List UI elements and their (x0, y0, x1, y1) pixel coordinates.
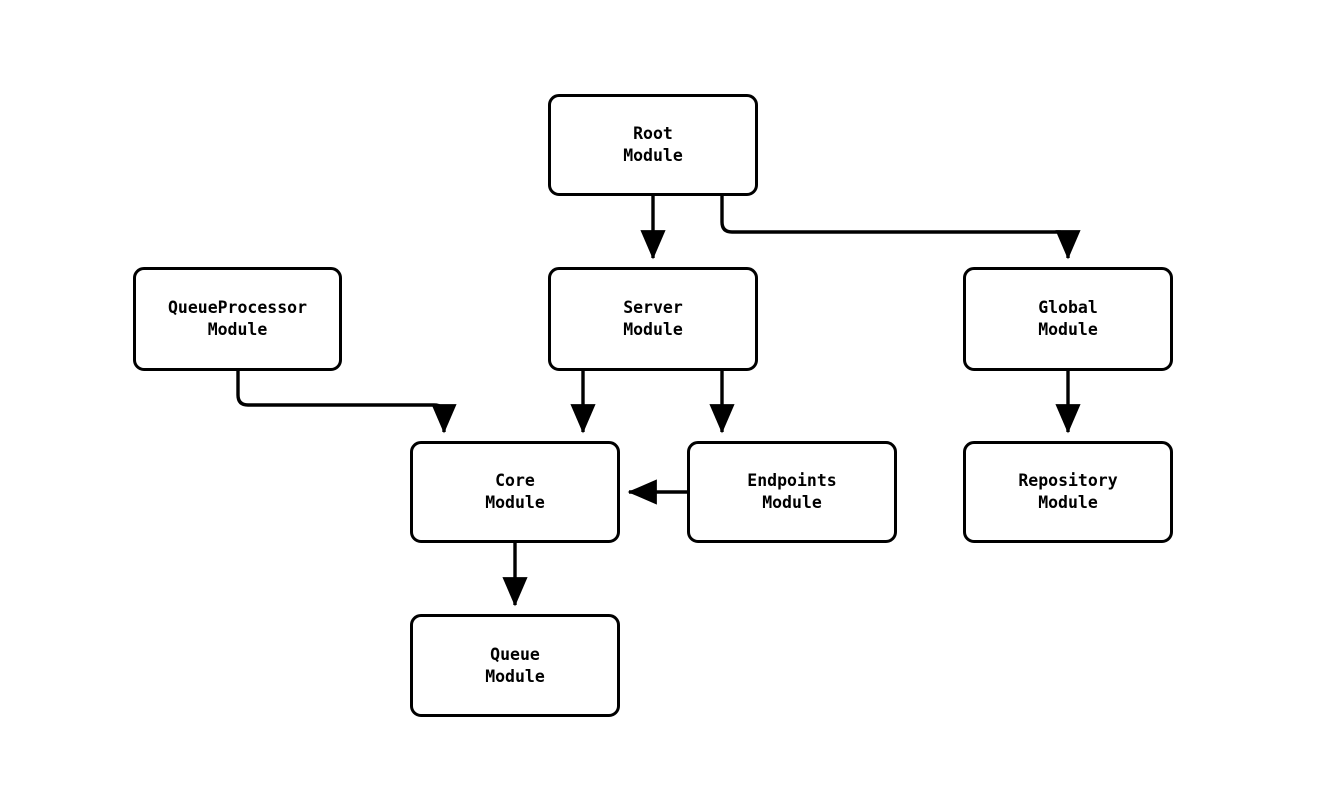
node-queue-title: Queue (490, 644, 540, 664)
edges-group (236, 196, 1081, 607)
node-server-subtitle: Module (623, 320, 683, 339)
edge-root-to-global (720, 196, 1081, 260)
node-core-title: Core (495, 471, 535, 490)
node-server-title: Server (623, 298, 683, 317)
node-queueprocessor-subtitle: Module (207, 320, 268, 339)
node-repository-subtitle: Module (1038, 493, 1098, 512)
edge-queueprocessor-to-core (236, 371, 457, 434)
node-core-subtitle: Module (485, 493, 545, 512)
node-root-subtitle: Module (623, 146, 683, 165)
node-global-subtitle: Module (1038, 320, 1098, 339)
node-endpoints-subtitle: Module (762, 493, 822, 512)
node-endpoints-title: Endpoints (747, 471, 837, 490)
node-root-title: Root (633, 124, 673, 143)
node-queueprocessor-title: QueueProcessor (167, 298, 308, 317)
node-repository-title: Repository (1018, 471, 1118, 490)
node-global-title: Global (1038, 298, 1098, 317)
node-queue-subtitle: Module (485, 666, 545, 686)
